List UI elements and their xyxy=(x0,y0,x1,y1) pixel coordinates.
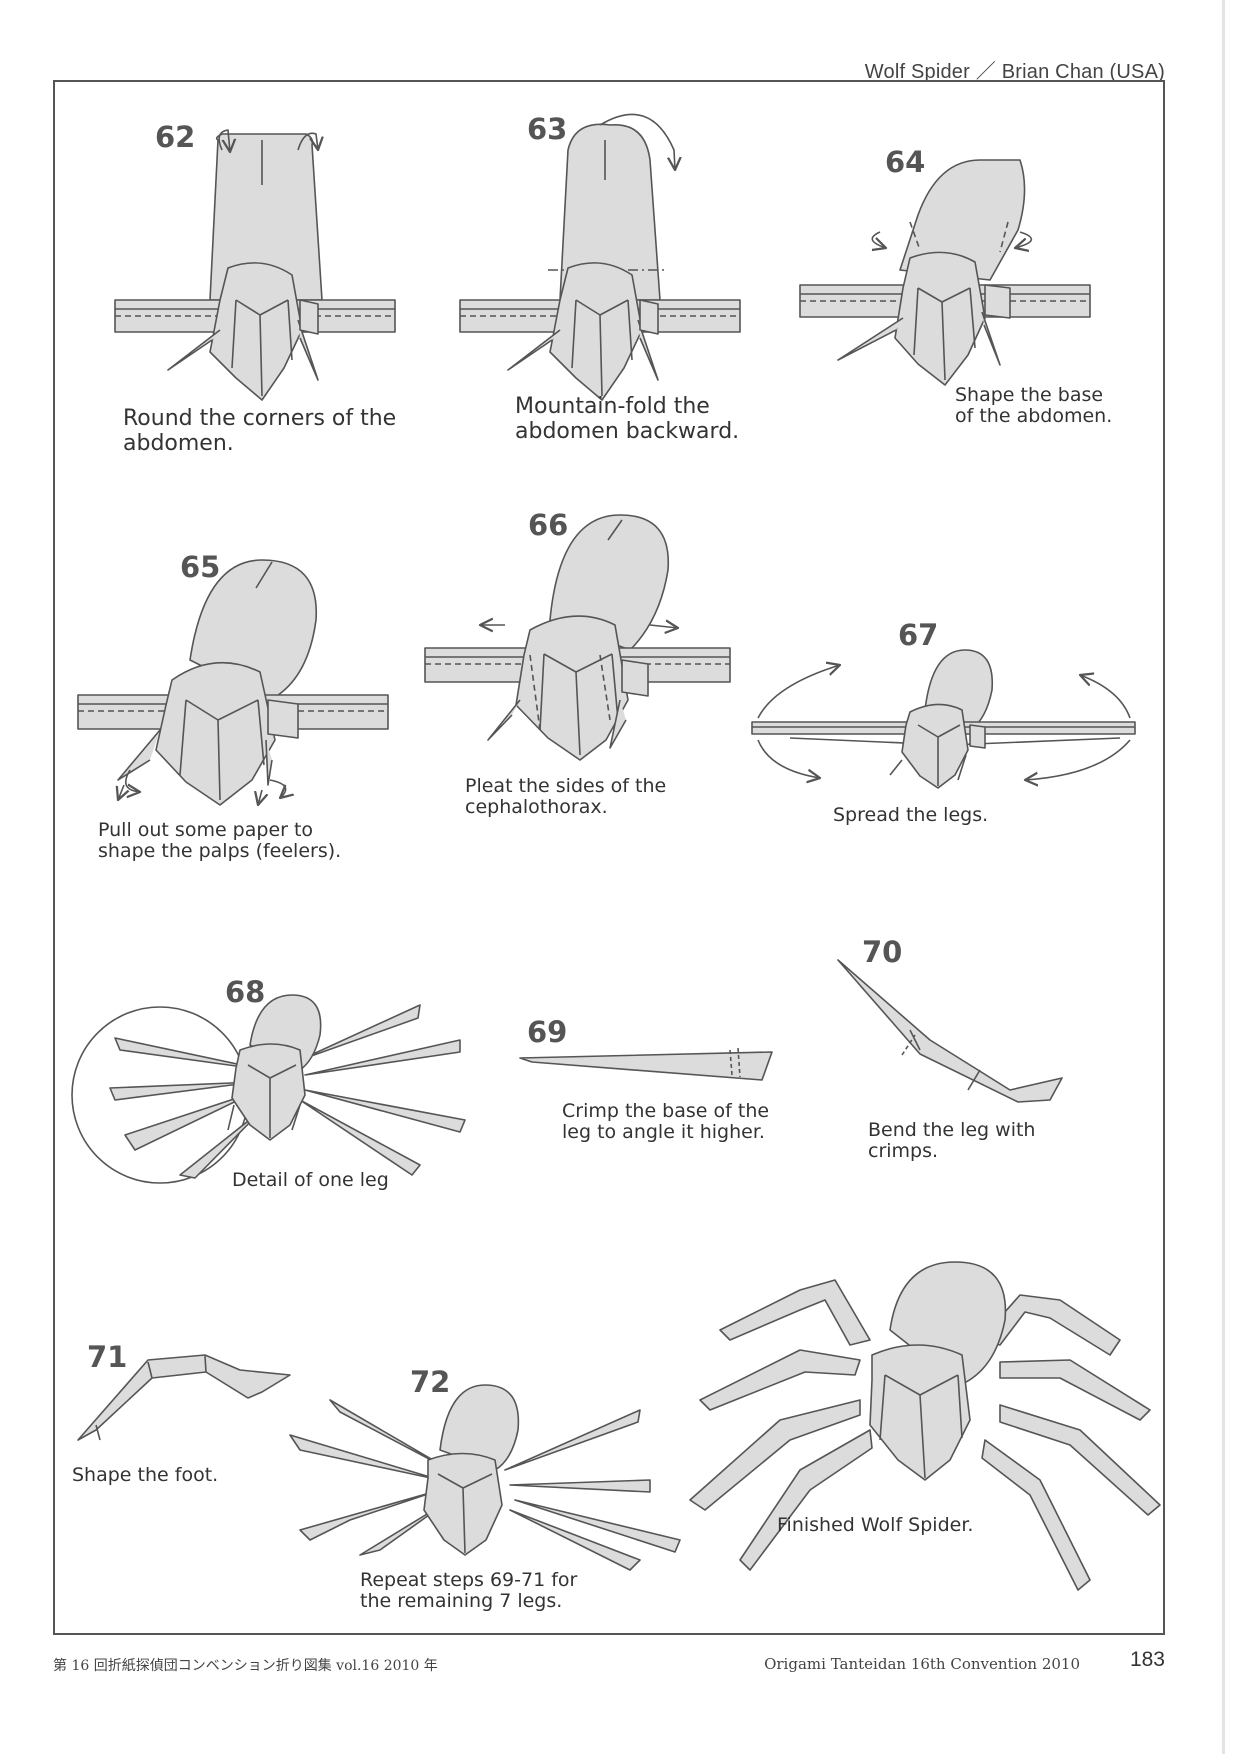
cephalothorax-shape xyxy=(231,1043,306,1141)
abdomen-shape xyxy=(559,123,661,301)
page-header: Wolf Spider ／ Brian Chan (USA) xyxy=(865,55,1165,84)
step-72-diagram xyxy=(289,1384,681,1571)
step-number-69: 69 xyxy=(527,1015,568,1049)
step-caption-72: Repeat steps 69-71 for the remaining 7 l… xyxy=(360,1569,578,1613)
abdomen-shape xyxy=(439,1384,520,1471)
step-number-70: 70 xyxy=(862,935,903,969)
step-caption-68: Detail of one leg xyxy=(232,1169,389,1191)
step-caption-67: Spread the legs. xyxy=(833,804,989,826)
cephalothorax-shape xyxy=(549,262,643,401)
cephalothorax-shape xyxy=(894,251,986,386)
step-number-67: 67 xyxy=(898,618,939,652)
step-71-diagram xyxy=(77,1354,291,1441)
leg-shape xyxy=(77,1354,291,1441)
step-caption-66: Pleat the sides of the cephalothorax. xyxy=(465,775,667,819)
step-caption-69: Crimp the base of the leg to angle it hi… xyxy=(562,1100,770,1144)
cephalothorax-shape xyxy=(209,262,303,401)
step-number-65: 65 xyxy=(180,550,221,584)
final-caption: Finished Wolf Spider. xyxy=(777,1514,974,1536)
cephalothorax-shape xyxy=(155,661,276,806)
finished-spider-diagram xyxy=(689,1261,1161,1591)
header-title: Wolf Spider xyxy=(864,61,970,83)
step-caption-65: Pull out some paper to shape the palps (… xyxy=(98,819,342,863)
step-number-71: 71 xyxy=(87,1340,128,1374)
step-number-68: 68 xyxy=(225,975,266,1009)
step-caption-64: Shape the base of the abdomen. xyxy=(955,384,1113,428)
cephalothorax-shape xyxy=(901,703,969,789)
step-62-diagram xyxy=(114,129,396,401)
step-66-diagram xyxy=(424,514,731,761)
step-69-diagram xyxy=(519,1047,773,1081)
page-edge xyxy=(1222,0,1225,1754)
step-caption-62: Round the corners of the abdomen. xyxy=(123,406,397,456)
footer-publication-jp: 第 16 回折紙探偵団コンベンション折り図集 vol.16 2010 年 xyxy=(53,1658,438,1674)
step-caption-63: Mountain-fold the abdomen backward. xyxy=(515,394,740,444)
step-70-diagram xyxy=(837,959,1063,1103)
cephalothorax-shape xyxy=(869,1344,971,1481)
footer-publication-en: Origami Tanteidan 16th Convention 2010 xyxy=(764,1655,1080,1673)
step-number-64: 64 xyxy=(885,145,926,179)
page-number: 183 xyxy=(1129,1648,1165,1671)
step-65-diagram xyxy=(77,559,389,806)
step-64-diagram xyxy=(799,159,1091,386)
header-author: Brian Chan (USA) xyxy=(1001,61,1165,83)
step-67-diagram xyxy=(751,649,1136,789)
step-number-72: 72 xyxy=(410,1365,451,1399)
leg-shape xyxy=(519,1051,773,1081)
step-caption-70: Bend the leg with crimps. xyxy=(868,1119,1036,1163)
step-number-66: 66 xyxy=(528,508,569,542)
step-63-diagram xyxy=(459,113,741,401)
step-number-63: 63 xyxy=(527,112,568,146)
step-caption-71: Shape the foot. xyxy=(72,1464,219,1486)
abdomen-shape xyxy=(899,159,1026,281)
leg-shape xyxy=(837,959,1063,1103)
step-number-62: 62 xyxy=(155,120,196,154)
cephalothorax-shape xyxy=(515,615,629,761)
diagram-frame xyxy=(53,80,1165,1635)
header-separator: ／ xyxy=(975,61,996,83)
abdomen-shape xyxy=(889,1261,1007,1386)
step-68-diagram xyxy=(71,994,466,1184)
